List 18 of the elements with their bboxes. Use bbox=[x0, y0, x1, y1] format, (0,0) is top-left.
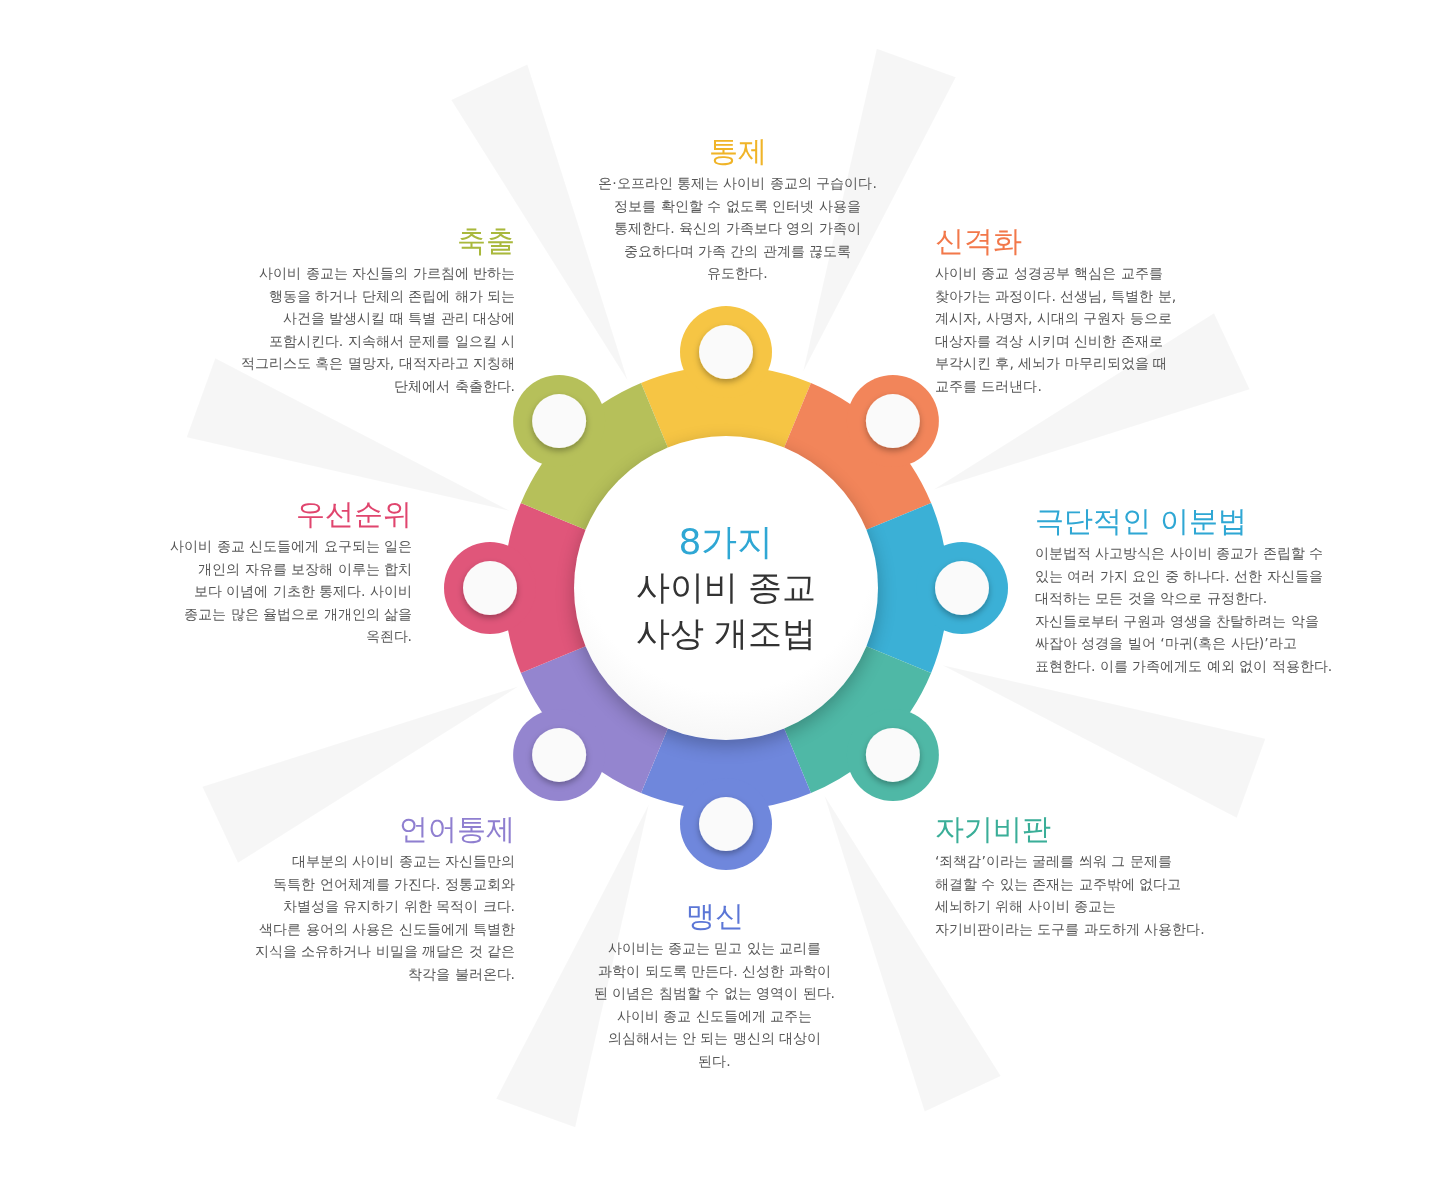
section-heading: 맹신 bbox=[685, 898, 744, 935]
section-heading: 신격화 bbox=[935, 223, 1022, 260]
section-heading: 극단적인 이분법 bbox=[1035, 503, 1248, 540]
description-text: 사이비 종교는 자신들의 가르침에 반하는 행동을 하거나 단체의 존립에 해가 되는 사건을 발생시킬 때 특별 관리 대상에 포함시킨다. 지속해서 문제를 일으킬 시 적그리스도 혹은 멸망자, 대적자라고 지칭해 단체에서 축출한다. bbox=[239, 264, 515, 396]
description-text: 이분법적 사고방식은 사이비 종교가 존립할 수 있는 여러 가지 요인 중 하나다. 선한 자신들을 대적하는 모든 것을 악으로 규정한다. 자신들로부터 구원과 영생을 찬탈하려는 악을 싸잡아 성경을 빌어 ‘마귀(혹은 사단)’라고 표현한다. 이를 가족에게도 예외 없이 적용한다. bbox=[1035, 544, 1334, 676]
center-title: 사이비 종교 사상 개조법 bbox=[634, 566, 818, 655]
description-text: 대부분의 사이비 종교는 자신들만의 독특한 언어체계를 가진다. 정통교회와 차별성을 유지하기 위한 목적이 크다. 색다른 용어의 사용은 신도들에게 특별한 지식을 소유하거나 비밀을 깨달은 것 같은 착각을 불러온다. bbox=[253, 852, 515, 984]
description-text: 사이비 종교 신도들에게 요구되는 일은 개인의 자유를 보장해 이루는 합치 보다 이념에 기초한 통제다. 사이비 종교는 많은 율법으로 개개인의 삶을 옥죈다. bbox=[170, 537, 412, 646]
description-text: 온·오프라인 통제는 사이비 종교의 구습이다. 정보를 확인할 수 없도록 인터넷 사용을 통제한다. 육신의 가족보다 영의 가족이 중요하다며 가족 간의 관계를 끊도록 유도한다. bbox=[597, 174, 878, 283]
section-heading: 우선순위 bbox=[296, 496, 412, 533]
description-text: ‘죄책감’이라는 굴레를 씌워 그 문제를 해결할 수 있는 존재는 교주밖에 없다고 세뇌하기 위해 사이비 종교는 자기비판이라는 도구를 과도하게 사용한다. bbox=[935, 852, 1206, 939]
section-heading: 자기비판 bbox=[935, 811, 1051, 848]
description-text: 사이비 종교 성경공부 핵심은 교주를 찾아가는 과정이다. 선생님, 특별한 분, 계시자, 사명자, 시대의 구원자 등으로 대상자를 격상 시키며 신비한 존재로 부각시킨 후, 세뇌가 마무리되었을 때 교주를 드러낸다. bbox=[935, 264, 1178, 396]
center-subtitle: 8가지 bbox=[678, 520, 774, 564]
section-heading: 통제 bbox=[708, 133, 767, 170]
section-heading: 축출 bbox=[457, 223, 515, 260]
section-heading: 언어통제 bbox=[399, 811, 515, 848]
description-text: 사이비는 종교는 믿고 있는 교리를 과학이 되도록 만든다. 신성한 과학이 된 이념은 침범할 수 없는 영역이 된다. 사이비 종교 신도들에게 교주는 의심해서는 안 되는 맹신의 대상이 된다. bbox=[592, 939, 837, 1071]
